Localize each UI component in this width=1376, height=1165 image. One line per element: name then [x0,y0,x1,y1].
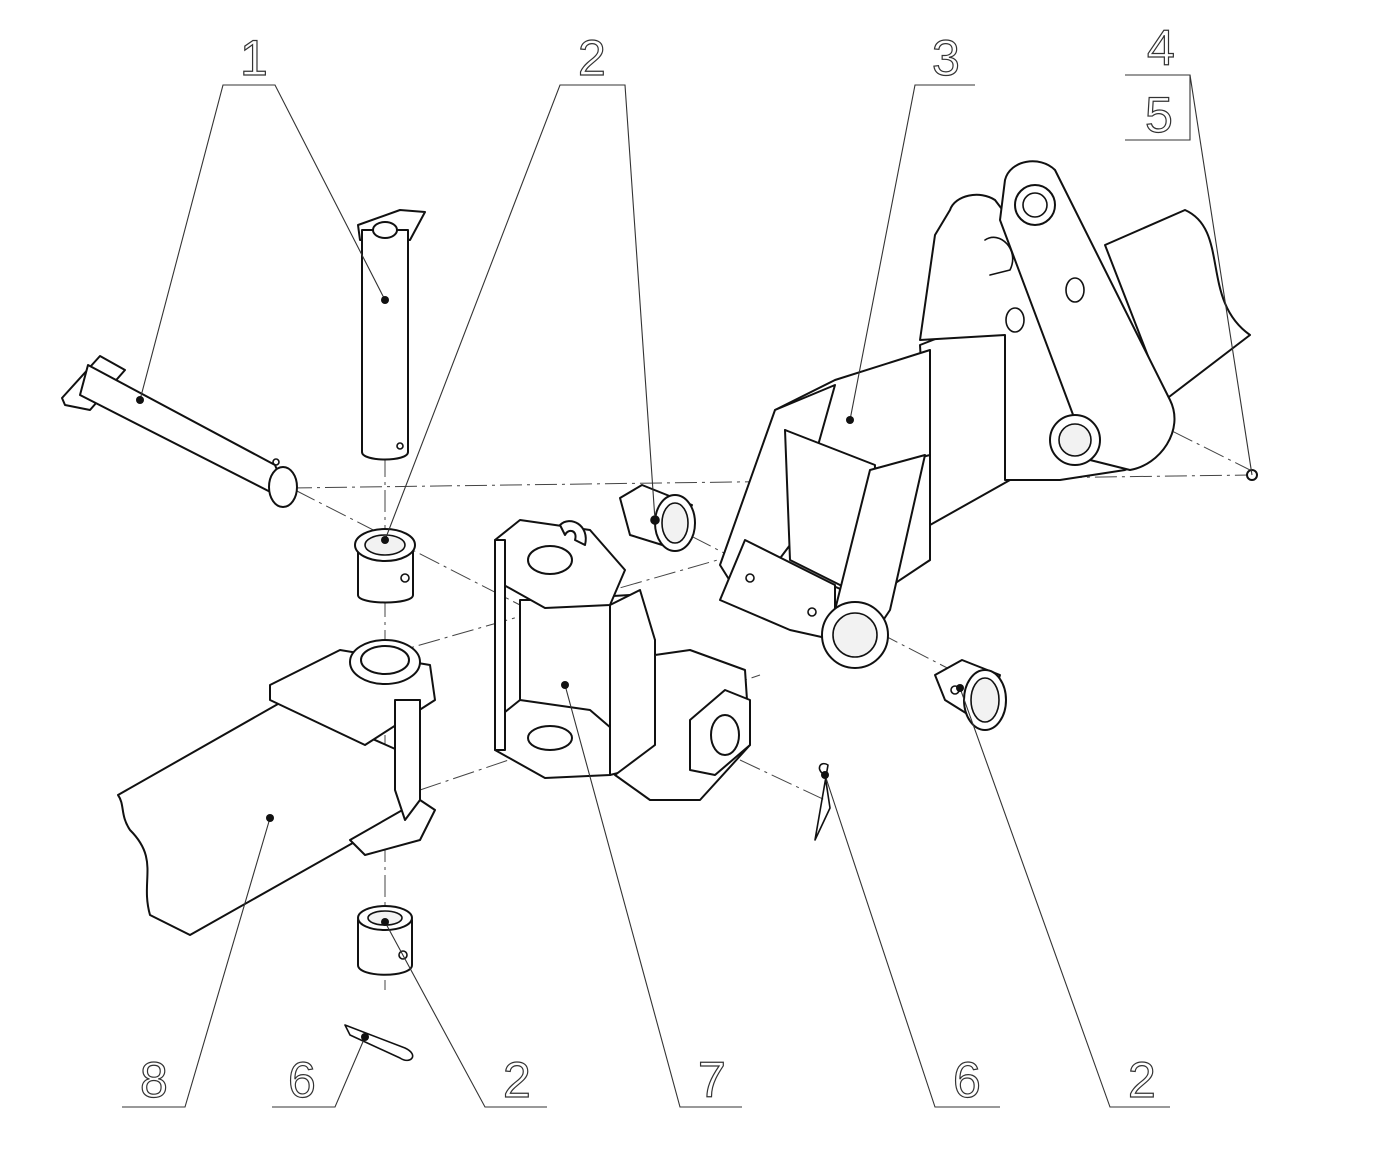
callout-6-right: 6 [953,1052,981,1108]
part-2-bushing-bottom-left [357,905,413,976]
callout-2-bottom-left: 2 [503,1052,531,1108]
callout-8: 8 [140,1052,168,1108]
part-7-hinge-block [494,519,751,801]
callout-5: 5 [1145,87,1173,143]
part-6-cotter-pin-left [344,1024,414,1062]
callout-2-top: 2 [578,30,606,86]
part-1-pin-vertical [357,209,426,461]
part-2-bushing-bottom-right [934,659,1007,731]
part-3-rear-frame [719,160,1251,669]
part-8-main-beam [117,639,436,936]
callout-3: 3 [932,30,960,86]
callout-labels: 1 2 3 4 5 8 6 2 7 6 2 [139,19,1175,1108]
callout-6-left: 6 [288,1052,316,1108]
part-6-cotter-pin-right [814,762,831,841]
callout-1: 1 [240,30,268,86]
part-1-pin-diagonal [61,355,298,508]
callout-7: 7 [698,1052,726,1108]
callout-4: 4 [1147,20,1175,76]
part-2-bushing-top-left [354,528,416,604]
leader-lines [122,74,1253,1108]
callout-2-bottom-right: 2 [1128,1052,1156,1108]
